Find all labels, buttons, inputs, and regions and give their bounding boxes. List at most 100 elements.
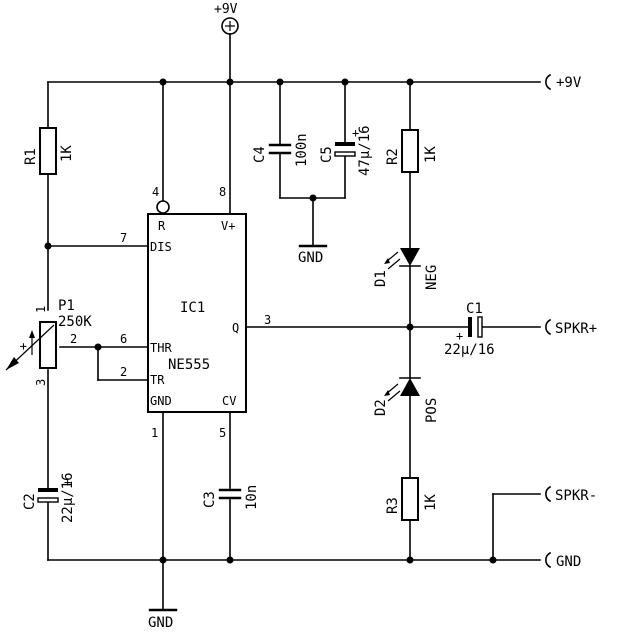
pin-number-6: 6	[120, 332, 127, 346]
capacitor-c5: + C5 47µ/16	[319, 125, 373, 176]
cap-plate	[335, 142, 355, 146]
c5-polarity: +	[352, 126, 359, 140]
pin-number-3: 3	[264, 313, 271, 327]
ic-ne555: R V+ DIS THR TR GND CV Q IC1 NE555 4 8 7…	[120, 185, 271, 440]
pin-number-5: 5	[219, 426, 226, 440]
p1-polarity: +	[16, 343, 30, 350]
pin-label-dis: DIS	[150, 240, 172, 254]
terminal-icon	[545, 318, 552, 336]
ic-body	[147, 213, 247, 413]
led-d1: D1 NEG	[373, 248, 440, 290]
supply-top: +9V	[214, 2, 239, 35]
junction	[489, 556, 497, 564]
cap-plate	[334, 151, 356, 157]
pin-number-1: 1	[151, 426, 158, 440]
gnd-bottom-label: GND	[148, 615, 173, 631]
c5-value: 47µ/16	[357, 125, 373, 176]
c2-ref: C2	[22, 493, 38, 510]
light-arrow-icon	[384, 390, 390, 396]
d1-ref: D1	[373, 270, 389, 287]
r1-ref: R1	[23, 148, 39, 165]
ic-part: NE555	[168, 357, 210, 373]
reset-bubble-icon	[156, 200, 170, 214]
junction	[226, 78, 234, 86]
c3-value: 10n	[244, 485, 260, 510]
wires	[47, 33, 541, 611]
d2-ref: D2	[373, 399, 389, 416]
junctions	[44, 78, 497, 564]
cap-plate	[468, 317, 472, 337]
resistor-r2: R2 1K	[385, 129, 439, 173]
supply-circle-icon	[221, 17, 239, 35]
gnd-cap-label: GND	[298, 250, 323, 266]
c2-value: 22µ/16	[60, 472, 76, 523]
p1-ref: P1	[58, 298, 75, 314]
cap-plate	[38, 488, 58, 492]
ic-name: IC1	[180, 300, 205, 316]
capacitor-c2: + C2 22µ/16	[22, 472, 76, 523]
terminal-icon	[545, 551, 552, 569]
c1-ref: C1	[466, 301, 483, 317]
p1-pin3: 3	[34, 379, 48, 386]
resistor-body	[39, 127, 57, 175]
terminal-icon	[545, 73, 552, 91]
junction	[44, 242, 52, 250]
resistor-body	[401, 477, 419, 521]
resistor-r3: R3 1K	[385, 477, 439, 521]
diode-icon	[400, 248, 420, 266]
terminal-icon	[545, 485, 552, 503]
spkr-plus-label: SPKR+	[555, 321, 597, 337]
pin-label-vplus: V+	[221, 219, 235, 233]
r3-value: 1K	[423, 494, 439, 511]
c4-value: 100n	[294, 133, 310, 167]
led-d2: D2 POS	[373, 377, 440, 423]
junction	[159, 78, 167, 86]
junction	[309, 194, 317, 202]
p1-pin2: 2	[70, 332, 77, 346]
capacitor-c1: C1 + 22µ/16	[444, 301, 495, 358]
c1-polarity: +	[456, 329, 463, 343]
pin-label-r: R	[158, 219, 166, 233]
gnd-rail-label: GND	[556, 554, 581, 570]
diode-icon	[400, 378, 420, 396]
junction	[159, 556, 167, 564]
c5-ref: C5	[319, 146, 335, 163]
pin-number-8: 8	[219, 185, 226, 199]
junction	[94, 343, 102, 351]
r2-value: 1K	[423, 146, 439, 163]
junction	[341, 78, 349, 86]
c3-ref: C3	[202, 491, 218, 508]
pin-label-q: Q	[232, 321, 239, 335]
pin-number-4: 4	[152, 185, 159, 199]
wiper-arrow-icon	[29, 330, 35, 338]
spkr-minus-label: SPKR-	[555, 488, 597, 504]
resistor-body	[401, 129, 419, 173]
capacitor-c4: C4 100n	[252, 133, 310, 167]
junction	[406, 78, 414, 86]
cap-plate	[37, 497, 59, 503]
p1-pin1: 1	[34, 306, 48, 313]
junction	[276, 78, 284, 86]
pin-number-2: 2	[120, 365, 127, 379]
capacitor-c3: C3 10n	[202, 485, 260, 510]
r1-value: 1K	[59, 145, 75, 162]
c2-polarity: +	[64, 475, 71, 489]
potentiometer-p1: P1 250K 1 2 3 +	[5, 298, 92, 386]
junction	[406, 556, 414, 564]
resistor-r1: R1 1K	[23, 127, 75, 175]
pin-label-cv: CV	[222, 394, 236, 408]
pot-body	[39, 321, 57, 369]
pin-number-7: 7	[120, 231, 127, 245]
r2-ref: R2	[385, 148, 401, 165]
connectors: +9V SPKR+ SPKR- GND	[545, 73, 597, 570]
d2-value: POS	[424, 398, 440, 423]
cap-plate	[477, 316, 483, 338]
p1-value: 250K	[58, 314, 92, 330]
d1-value: NEG	[424, 265, 440, 290]
ground-symbols: GND GND	[148, 244, 328, 631]
pot-arrow-icon	[6, 357, 19, 370]
rail-9v-label: +9V	[556, 75, 582, 91]
light-arrow-icon	[384, 258, 390, 264]
pin-label-tr: TR	[150, 373, 165, 387]
